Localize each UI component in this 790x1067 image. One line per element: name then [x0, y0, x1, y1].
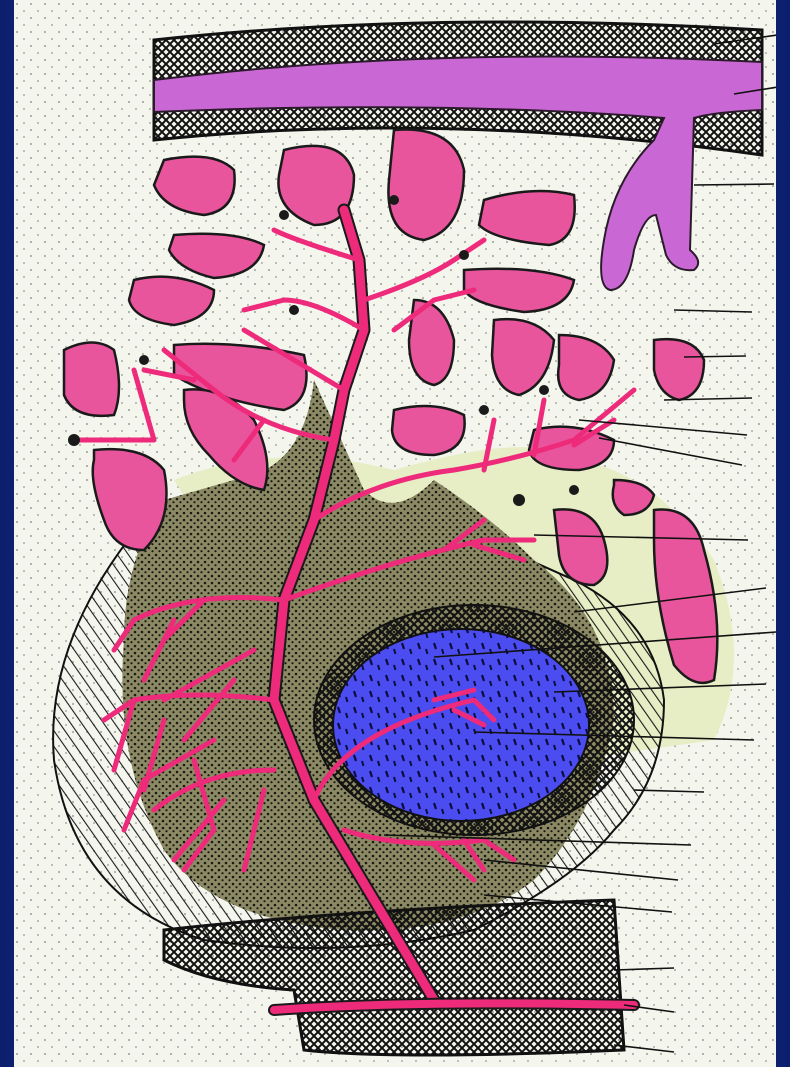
histology-diagram	[14, 0, 776, 1067]
